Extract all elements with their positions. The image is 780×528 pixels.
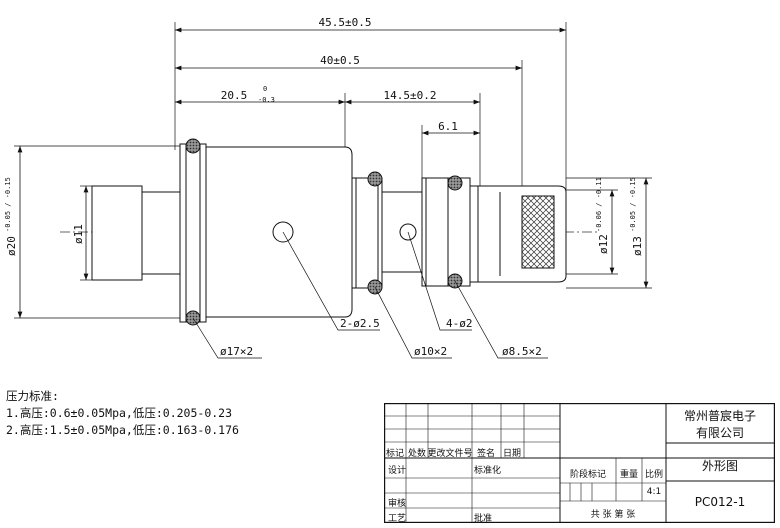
dim-dia11: ø11 [72, 224, 85, 244]
oring-10-top [367, 171, 383, 187]
notes-title: 压力标准: [6, 389, 59, 403]
neck-3 [421, 177, 471, 287]
dim-dia20: ø20 [5, 236, 18, 256]
dim-overall: 45.5±0.5 [319, 16, 372, 29]
company-name-line-2: 有限公司 [695, 426, 745, 440]
stem-step [141, 191, 181, 275]
label-process: 工艺 [388, 514, 407, 524]
stem-left [91, 185, 143, 281]
label-approve: 批准 [474, 514, 493, 524]
label-oring-17: ø17×2 [220, 345, 253, 358]
drawing-name: 外形图 [701, 459, 739, 473]
label-review: 审核 [388, 499, 407, 509]
dim-14: 14.5±0.2 [384, 89, 437, 102]
label-oring-10: ø10×2 [414, 345, 447, 358]
label-holes-2: 4-ø2 [446, 317, 473, 330]
dim-20-tol-upper: 0 [263, 85, 267, 93]
dim-20: 20.5 [221, 89, 248, 102]
flange-body [179, 143, 207, 323]
dim-dia13: ø13 [631, 236, 644, 256]
label-design: 设计 [388, 466, 407, 476]
header-sign: 签名 [476, 449, 496, 459]
label-holes-2-5: 2-ø2.5 [340, 317, 380, 330]
header-date: 日期 [502, 449, 522, 459]
header-count: 处数 [407, 449, 427, 459]
oring-8-top [447, 175, 463, 191]
pressure-notes: 压力标准: 1.高压:0.6±0.05Mpa,低压:0.205-0.23 2.高压:… [6, 388, 239, 439]
dim-dia12: ø12 [597, 234, 610, 254]
cap-knurl [521, 195, 555, 269]
valve-outline-drawing: 45.5±0.5 40±0.5 20.5 0 -0.3 14.5±0.2 6.1… [4, 16, 652, 359]
company-name-line-1: 常州普宸电子 [683, 409, 757, 423]
label-oring-8: ø8.5×2 [502, 345, 542, 358]
label-standard: 标准化 [474, 466, 502, 476]
oring-17-top [185, 138, 201, 154]
dim-40: 40±0.5 [320, 54, 360, 67]
scale-value: 4:1 [646, 487, 662, 497]
title-block: 常州普宸电子 有限公司 外形图 PC012-1 标记 处数 更改文件号 签名 日… [384, 403, 775, 524]
drawing-number: PC012-1 [694, 495, 746, 509]
dim-6: 6.1 [438, 120, 458, 133]
notes-line-2: 2.高压:1.5±0.05Mpa,低压:0.163-0.176 [6, 423, 239, 437]
label-stage: 阶段标记 [569, 470, 607, 480]
label-ratio: 比例 [644, 470, 664, 480]
dim-dia20-tol: -0.05 / -0.15 [4, 177, 12, 232]
neck-1 [351, 177, 383, 289]
header-doc: 更改文件号 [427, 449, 473, 459]
dim-20-tol-lower: -0.3 [258, 96, 275, 104]
dim-dia12-tol: -0.06 / -0.11 [595, 177, 603, 232]
dim-dia13-tol: -0.05 / -0.15 [629, 177, 637, 232]
header-mark: 标记 [385, 449, 405, 459]
notes-line-1: 1.高压:0.6±0.05Mpa,低压:0.205-0.23 [6, 406, 233, 420]
title-block-grid [384, 403, 775, 523]
sheet-count: 共 张 第 张 [590, 510, 636, 520]
label-weight: 重量 [619, 470, 639, 480]
